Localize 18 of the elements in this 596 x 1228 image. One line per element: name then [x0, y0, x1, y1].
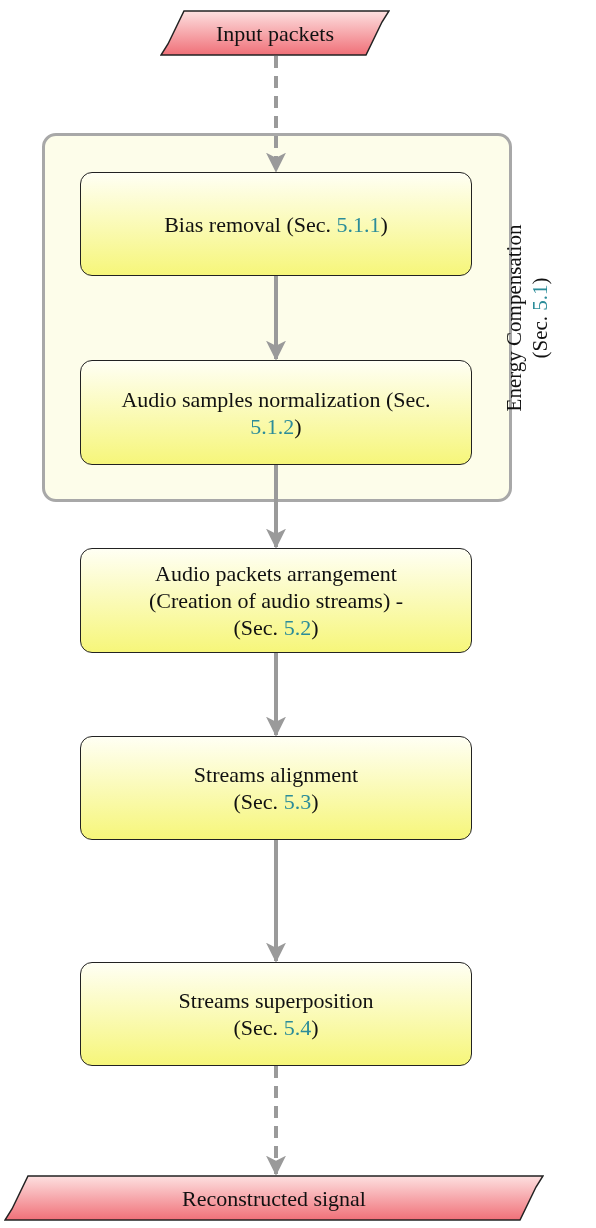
step-label: Streams alignment (Sec. 5.3): [192, 761, 360, 815]
process-box: [80, 736, 472, 840]
process-box: [80, 360, 472, 465]
step-label: Audio samples normalization (Sec. 5.1.2): [120, 385, 432, 440]
arrow: [266, 840, 286, 963]
io-label: Reconstructed signal: [182, 1184, 366, 1212]
io-label: Input packets: [216, 19, 334, 47]
arrow: [266, 56, 286, 173]
process-box: [80, 962, 472, 1066]
arrow: [266, 653, 286, 737]
arrow: [266, 276, 286, 361]
arrow: [266, 465, 286, 549]
process-box: [80, 172, 472, 276]
arrow: [266, 1066, 286, 1176]
step-label: Audio packets arrangement (Creation of audio streams) - (Sec. 5.2): [147, 560, 405, 641]
process-box: [80, 548, 472, 653]
step-label: Streams superposition (Sec. 5.4): [177, 987, 375, 1041]
step-label: Bias removal (Sec. 5.1.1): [164, 210, 388, 238]
